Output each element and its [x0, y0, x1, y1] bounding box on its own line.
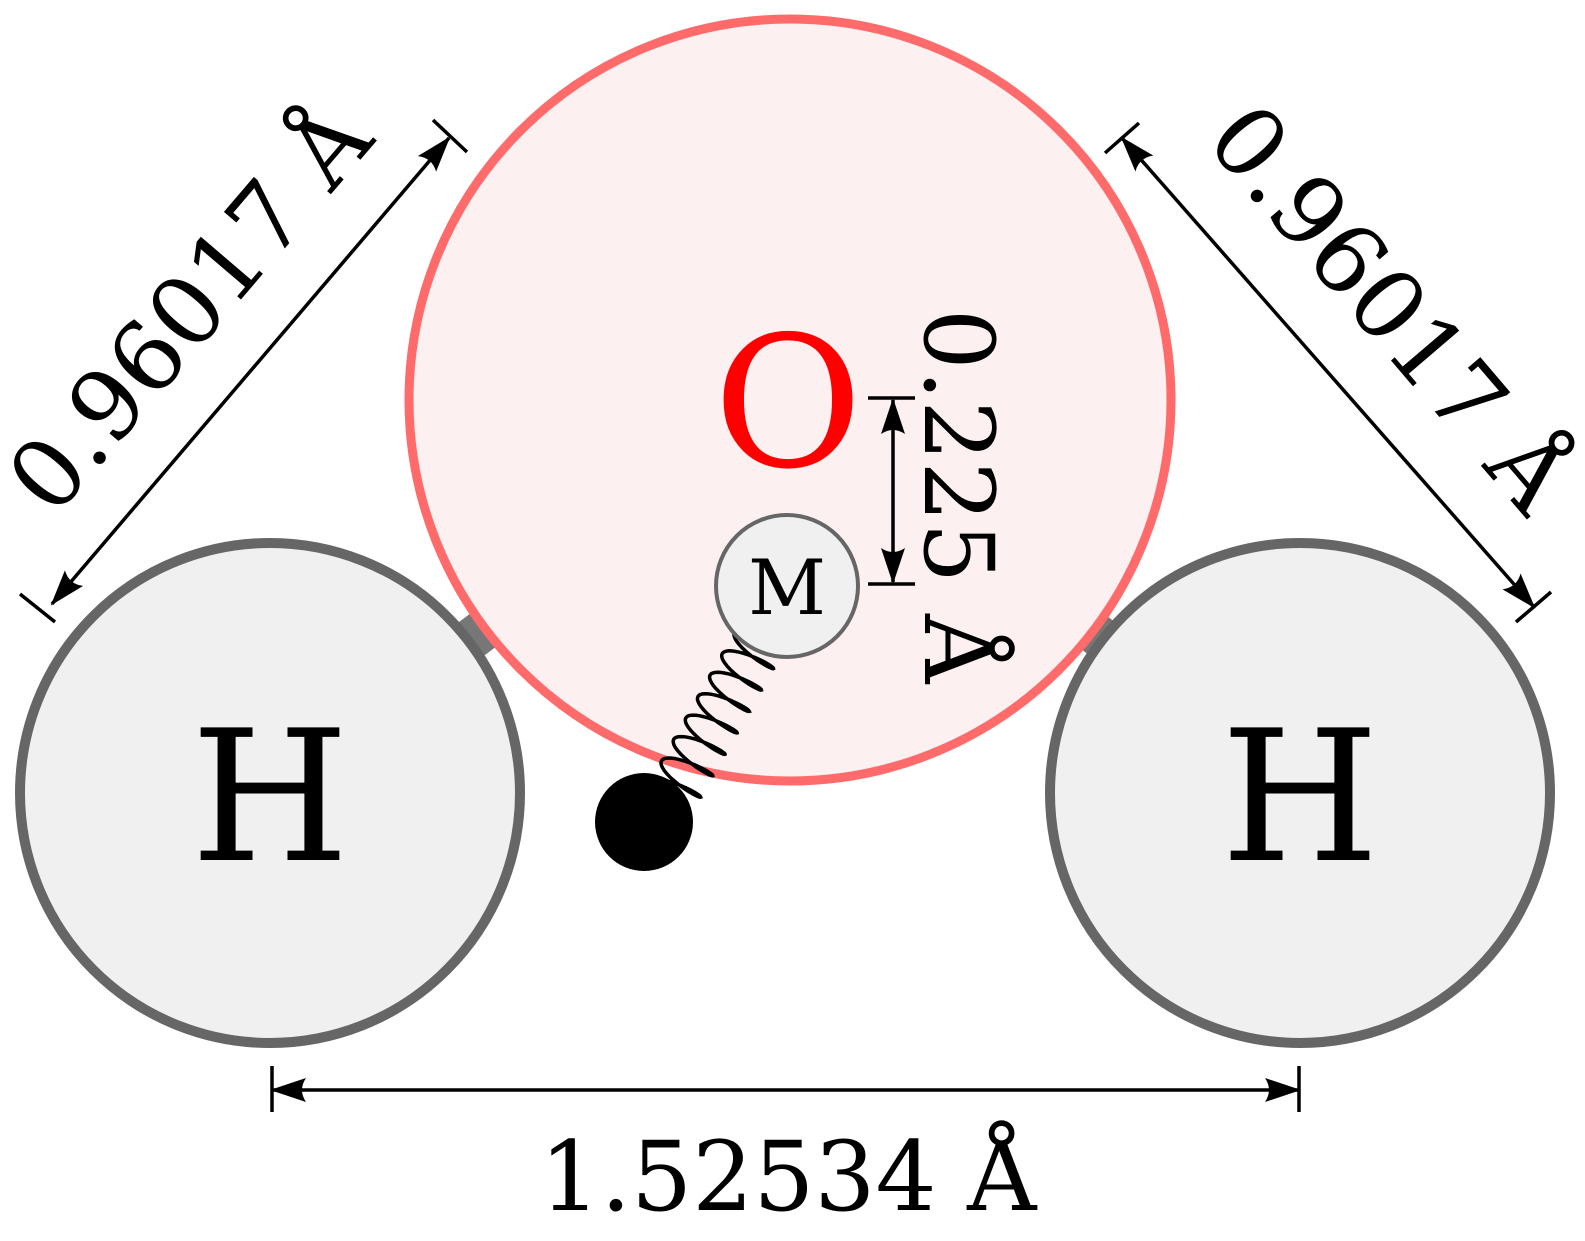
- dimension-om: 0.225 Å: [868, 309, 1014, 685]
- drude-particle: [595, 773, 693, 871]
- dimension-label-oh-left: 0.96017 Å: [0, 82, 395, 534]
- dimension-hh: 1.52534 Å: [270, 1066, 1301, 1233]
- oxygen-label: O: [713, 297, 862, 509]
- dimension-oh-right: 0.96017 Å: [1103, 83, 1585, 624]
- dimension-label-hh: 1.52534 Å: [540, 1121, 1039, 1233]
- m-site: [714, 513, 860, 659]
- dimension-label-oh-right: 0.96017 Å: [1186, 83, 1585, 535]
- hydrogen-label-right: H: [1221, 691, 1380, 903]
- dimension-label-om: 0.225 Å: [902, 309, 1014, 685]
- spring: [648, 631, 776, 799]
- hydrogen-label-left: H: [191, 691, 350, 903]
- m-site-label: M: [748, 543, 826, 632]
